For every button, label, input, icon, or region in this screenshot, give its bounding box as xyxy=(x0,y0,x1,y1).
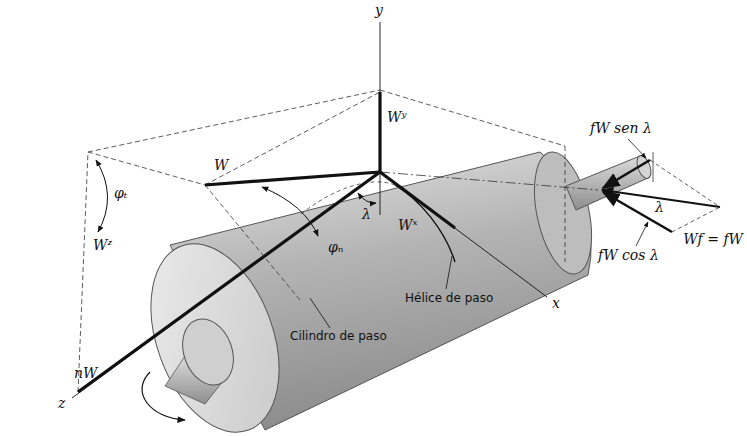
dashed-line xyxy=(88,90,380,152)
dashed-line xyxy=(205,92,380,185)
leader-line xyxy=(636,222,648,246)
force-label: fW sen λ xyxy=(590,121,652,136)
force-label: Wf = fW xyxy=(683,232,743,247)
angle-label: λ xyxy=(655,200,664,215)
force-label: fW cos λ xyxy=(598,248,659,263)
center-line xyxy=(380,172,598,190)
force-w xyxy=(205,172,380,185)
dashed-line xyxy=(672,207,720,232)
shaft xyxy=(566,156,648,210)
force-wx xyxy=(380,172,455,228)
rotation-arrow xyxy=(142,372,185,420)
angle-label: λ xyxy=(362,207,371,222)
rotation-label: nW xyxy=(74,366,97,381)
cylinder-end xyxy=(525,147,602,279)
force-label: Wʸ xyxy=(387,110,406,125)
dashed-line xyxy=(380,90,565,146)
friction-component xyxy=(603,192,672,232)
axis-label: y xyxy=(375,3,383,18)
cylinder-face xyxy=(127,226,303,436)
force-label: Wˣ xyxy=(398,218,417,233)
shaft-section xyxy=(174,312,242,392)
angle-arc xyxy=(262,187,318,236)
x-axis xyxy=(380,172,547,297)
angle-label: φₜ xyxy=(114,186,127,201)
angle-label: φₙ xyxy=(328,240,343,255)
force-label: W xyxy=(214,158,228,173)
leader-line xyxy=(446,256,452,289)
leader-line xyxy=(310,298,330,328)
dashed-line xyxy=(565,146,566,262)
force-wz xyxy=(78,172,380,392)
dashed-line xyxy=(88,152,205,185)
angle-arc xyxy=(96,160,108,232)
part-label: Hélice de paso xyxy=(405,292,493,305)
dashed-line xyxy=(78,152,88,392)
z-axis xyxy=(72,172,380,398)
friction-component xyxy=(603,160,650,188)
force-wy xyxy=(378,92,381,172)
axis-label: x xyxy=(552,296,560,311)
angle-arc xyxy=(358,193,376,203)
construction-lines xyxy=(78,90,565,392)
y-axis xyxy=(380,22,381,215)
part-label: Cilindro de paso xyxy=(290,330,387,343)
leader-line xyxy=(628,139,646,158)
force-label: Wᶻ xyxy=(93,238,112,253)
axis-label: z xyxy=(58,396,65,411)
pitch-helix-hidden xyxy=(300,182,395,215)
center-mark xyxy=(653,152,654,182)
pitch-helix xyxy=(395,185,455,262)
